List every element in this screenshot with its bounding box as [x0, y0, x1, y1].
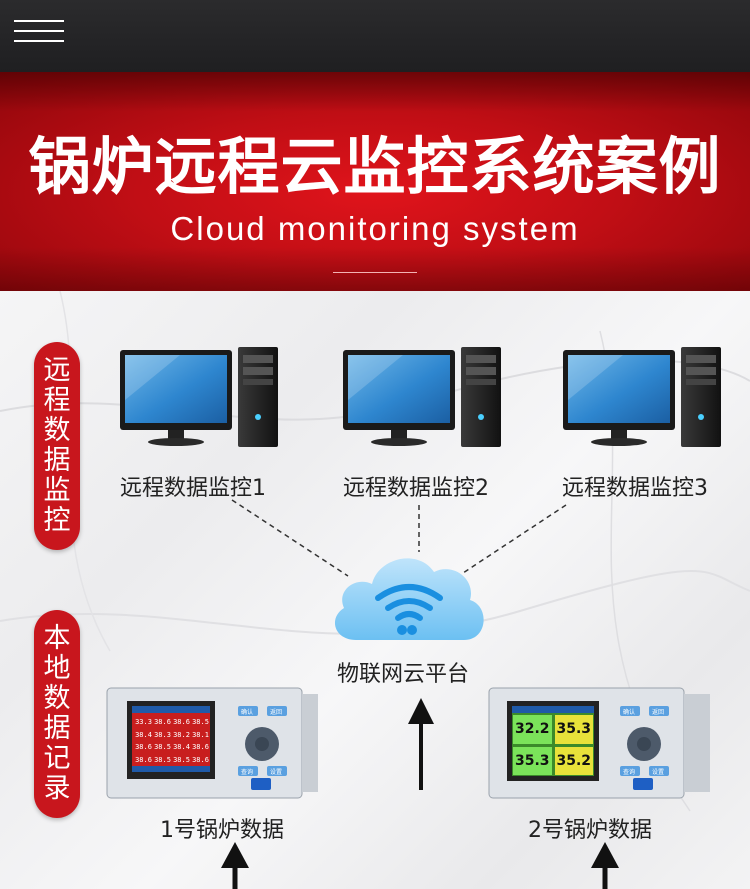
- confirm-button: 确认: [241, 709, 254, 716]
- query-button: 查询: [623, 769, 636, 776]
- pill-char: 本: [43, 623, 71, 654]
- up-arrow-icon: [221, 842, 249, 889]
- remote-monitoring-pill: 远 程 数 据 监 控: [34, 342, 80, 550]
- computer-icon: [343, 347, 501, 447]
- screen-value: 35.3: [513, 746, 552, 775]
- computer-label-2: 远程数据监控2: [343, 476, 489, 501]
- confirm-button: 确认: [623, 709, 636, 716]
- boiler-recorder-1: 33.3 38.6 38.6 38.5 38.4 38.3 38.2 38.1 …: [105, 686, 320, 801]
- computer-label-3: 远程数据监控3: [562, 476, 708, 501]
- recorder-2-screen: 32.2 35.3 35.3 35.2: [513, 715, 593, 775]
- pill-char: 数: [43, 415, 71, 446]
- banner-subtitle: Cloud monitoring system: [170, 210, 580, 247]
- boiler-recorder-2: 32.2 35.3 35.3 35.2 确认 返回 查询 设置: [487, 686, 712, 801]
- pill-char: 控: [43, 505, 71, 536]
- screen-value: 38.6: [135, 755, 152, 764]
- pill-char: 数: [43, 683, 71, 714]
- screen-value: 38.5: [192, 718, 209, 726]
- pill-char: 记: [43, 743, 71, 774]
- screen-value: 38.6: [135, 743, 152, 751]
- screen-value: 38.3: [154, 730, 171, 739]
- hamburger-menu-icon[interactable]: [14, 20, 64, 44]
- query-button: 查询: [241, 769, 254, 776]
- computer-icon: [120, 347, 278, 447]
- banner-divider: [333, 272, 417, 273]
- recorder-1-screen: 33.3 38.6 38.6 38.5 38.4 38.3 38.2 38.1 …: [134, 716, 210, 766]
- banner: 锅炉远程云监控系统案例 Cloud monitoring system: [0, 72, 750, 291]
- screen-value: 38.6: [192, 755, 209, 764]
- top-bar: [0, 0, 750, 72]
- pill-char: 程: [43, 385, 71, 416]
- back-button: 返回: [270, 709, 283, 716]
- device-label-1: 1号锅炉数据: [160, 818, 284, 843]
- banner-shading: [0, 72, 750, 291]
- banner-title: 锅炉远程云监控系统案例: [28, 130, 722, 203]
- pill-char: 录: [43, 773, 71, 804]
- back-button: 返回: [652, 709, 665, 716]
- screen-value: 32.2: [513, 715, 552, 744]
- cloud-wifi-icon: [334, 558, 484, 640]
- pill-char: 据: [43, 713, 71, 744]
- settings-button: 设置: [270, 769, 283, 776]
- screen-value: 33.3: [135, 718, 152, 726]
- screen-value: 38.6: [192, 743, 209, 751]
- screen-value: 38.4: [135, 730, 152, 739]
- screen-value: 38.5: [154, 755, 171, 764]
- pill-char: 地: [43, 653, 71, 684]
- screen-value: 38.1: [192, 730, 209, 739]
- recorder-body: [106, 687, 318, 799]
- screen-value: 38.6: [173, 718, 190, 726]
- screen-value: 35.2: [554, 746, 593, 775]
- pill-char: 监: [43, 475, 71, 506]
- screen-value: 38.2: [173, 730, 190, 739]
- computer-icon: [563, 347, 721, 447]
- pill-char: 远: [43, 355, 71, 386]
- device-label-2: 2号锅炉数据: [528, 818, 652, 843]
- local-recording-pill: 本 地 数 据 记 录: [34, 610, 80, 818]
- screen-value: 38.4: [173, 743, 190, 751]
- up-arrow-icon: [408, 698, 434, 790]
- screen-value: 38.5: [173, 755, 190, 764]
- pill-char: 据: [43, 445, 71, 476]
- up-arrow-icon: [591, 842, 619, 889]
- computer-label-1: 远程数据监控1: [120, 476, 266, 501]
- cloud-label: 物联网云平台: [337, 662, 470, 687]
- screen-value: 38.6: [154, 718, 171, 726]
- screen-value: 38.5: [154, 743, 171, 751]
- settings-button: 设置: [652, 769, 665, 776]
- screen-value: 35.3: [554, 715, 593, 744]
